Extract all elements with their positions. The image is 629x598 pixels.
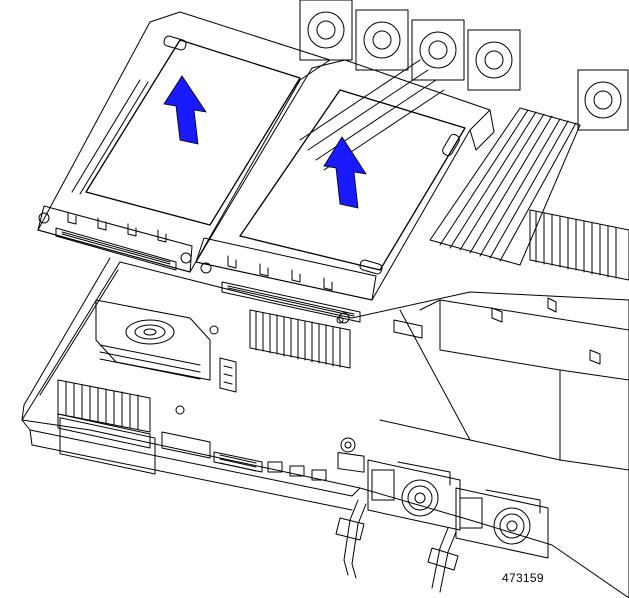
- front-vent: [213, 451, 263, 473]
- dimm-banks: [299, 59, 581, 266]
- power-supply-1: [367, 459, 461, 531]
- fan-module: [95, 299, 211, 381]
- riser-cage-right: [195, 59, 495, 324]
- power-cord-2: [427, 527, 459, 593]
- center-heatsink: [249, 309, 351, 369]
- psu-bay: [379, 297, 629, 471]
- fan-row: [299, 0, 629, 281]
- riser-cage-left: [37, 11, 331, 273]
- lift-arrow-left-riser: [163, 75, 207, 145]
- power-supply-2: [455, 487, 549, 559]
- left-heatsink: [57, 379, 151, 433]
- server-chassis: [21, 257, 629, 598]
- figure-id-label: 473159: [502, 571, 544, 585]
- lift-arrow-right-riser: [323, 136, 367, 209]
- motherboard: [57, 299, 423, 473]
- power-cord-1: [335, 499, 367, 579]
